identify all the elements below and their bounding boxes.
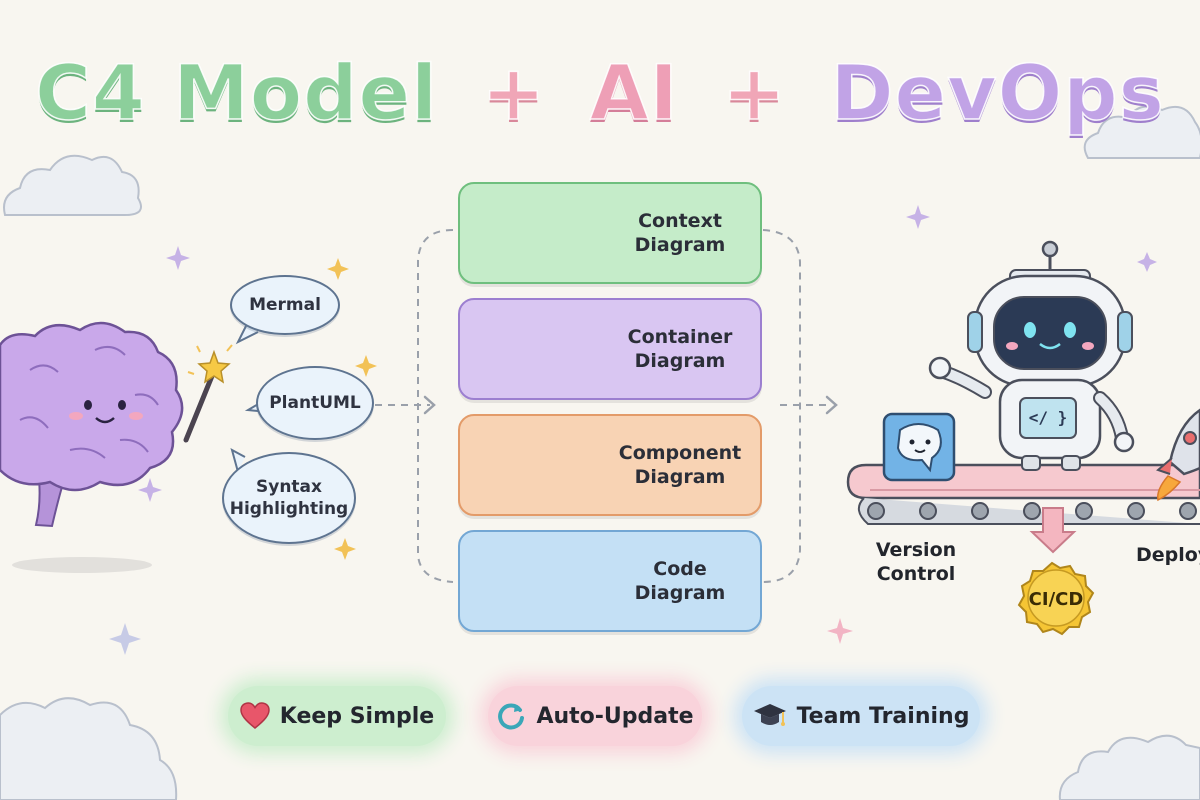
component-diagram-card: Component Diagram: [458, 414, 762, 516]
cloud-icon: [1083, 105, 1200, 159]
page-title: C4 Model + AI + DevOps: [0, 47, 1200, 138]
tool-bubble-label: Mermal: [249, 295, 321, 315]
title-plus-sign: +: [481, 47, 547, 138]
cloud-icon: [3, 154, 142, 216]
version-control-icon: [882, 412, 956, 482]
card-label-line2: Diagram: [634, 582, 726, 604]
card-label-line2: Diagram: [634, 350, 726, 372]
heart-icon: [240, 702, 270, 729]
principle-team-training: Team Training: [742, 686, 980, 746]
robot-mascot-icon: [928, 240, 1135, 471]
card-label-line2: Diagram: [634, 466, 726, 488]
refresh-icon: [498, 703, 525, 730]
graduation-cap-icon: [753, 704, 786, 726]
down-arrow-icon: [1029, 507, 1077, 554]
title-c4-model: C4 Model: [34, 47, 439, 138]
deploy-label: Deploy: [1136, 544, 1200, 566]
card-label-line1: Component: [618, 442, 742, 464]
container-diagram-card: Container Diagram: [458, 298, 762, 400]
principle-label: Team Training: [796, 703, 970, 729]
title-plus-sign: +: [722, 47, 787, 138]
cloud-icon: [0, 697, 178, 800]
version-control-label-line2: Control: [876, 563, 956, 585]
tool-bubble-syntax-highlighting: Syntax Highlighting: [222, 452, 356, 544]
card-label: Component Diagram: [610, 416, 750, 514]
title-devops: DevOps: [830, 47, 1165, 138]
tool-bubble-label: PlantUML: [269, 393, 361, 413]
card-label: Context Diagram: [610, 184, 750, 282]
card-label: Container Diagram: [610, 300, 750, 398]
tool-bubble-label-line1: Syntax: [256, 477, 322, 497]
principle-keep-simple: Keep Simple: [228, 686, 446, 746]
robot-code-screen: </ }: [1028, 408, 1068, 427]
title-ai: AI: [589, 47, 679, 138]
cloud-icon: [1058, 734, 1200, 800]
cicd-badge-icon: [1017, 561, 1095, 636]
rocket-icon: [1156, 408, 1200, 502]
principle-label: Auto-Update: [536, 703, 694, 729]
arrowhead-icon: [423, 395, 838, 415]
card-label-line1: Container: [627, 326, 733, 348]
card-label-line2: Diagram: [634, 234, 726, 256]
cicd-label: CI/CD: [1028, 589, 1084, 610]
context-diagram-card: Context Diagram: [458, 182, 762, 284]
principle-label: Keep Simple: [279, 703, 435, 729]
brain-mascot-icon: [0, 321, 233, 573]
sparkle-icon: [109, 205, 1157, 655]
tool-bubble-label-line2: Highlighting: [229, 499, 349, 519]
conveyor-belt-icon: [846, 463, 1200, 525]
card-label-line1: Code: [653, 558, 707, 580]
card-label-line1: Context: [638, 210, 722, 232]
code-diagram-card: Code Diagram: [458, 530, 762, 632]
version-control-label: Version Control: [866, 538, 966, 586]
card-label: Code Diagram: [610, 532, 750, 630]
connector-arrow: [375, 229, 832, 583]
tool-bubble-plantuml: PlantUML: [256, 366, 374, 440]
tool-bubble-mermal: Mermal: [230, 275, 340, 335]
version-control-label-line1: Version: [875, 539, 957, 561]
principle-auto-update: Auto-Update: [488, 686, 702, 746]
